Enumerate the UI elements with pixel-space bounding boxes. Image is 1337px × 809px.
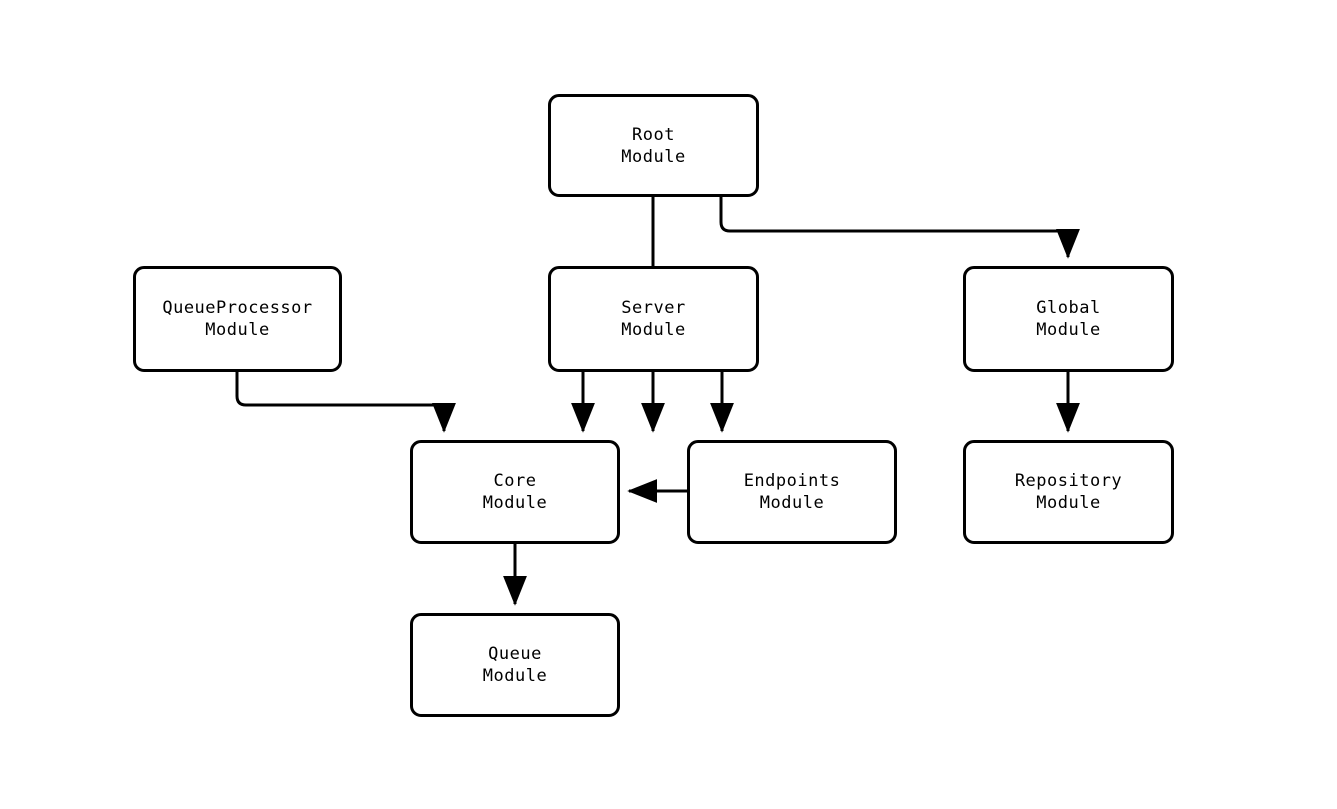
edge-root-global <box>719 197 1080 259</box>
node-global-title: Global <box>1036 298 1101 318</box>
node-queueprocessor-subtitle: Module <box>205 320 270 340</box>
node-root-subtitle: Module <box>621 146 686 167</box>
node-repository-title: Repository <box>1014 471 1123 491</box>
node-queue-subtitle: Module <box>482 666 548 686</box>
node-core-title: Core <box>493 471 537 491</box>
node-endpoints-subtitle: Module <box>759 493 825 513</box>
node-repository[interactable]: Repository Module <box>963 440 1174 544</box>
node-core[interactable]: Core Module <box>410 440 620 544</box>
node-repository-subtitle: Module <box>1036 493 1101 513</box>
node-queueprocessor-title: QueueProcessor <box>162 298 313 318</box>
node-global-subtitle: Module <box>1036 320 1101 340</box>
node-endpoints-title: Endpoints <box>743 471 841 491</box>
node-queue-title: Queue <box>488 644 542 664</box>
node-server-title: Server <box>621 298 686 318</box>
node-server[interactable]: Server Module <box>548 266 759 372</box>
node-root-title: Root <box>632 124 675 145</box>
node-server-subtitle: Module <box>621 320 686 340</box>
edge-queueprocessor-core <box>235 372 456 433</box>
node-queue[interactable]: Queue Module <box>410 613 620 717</box>
node-endpoints[interactable]: Endpoints Module <box>687 440 897 544</box>
node-core-subtitle: Module <box>482 493 548 513</box>
node-global[interactable]: Global Module <box>963 266 1174 372</box>
node-queueprocessor[interactable]: QueueProcessor Module <box>133 266 342 372</box>
node-root[interactable]: Root Module <box>548 94 759 197</box>
